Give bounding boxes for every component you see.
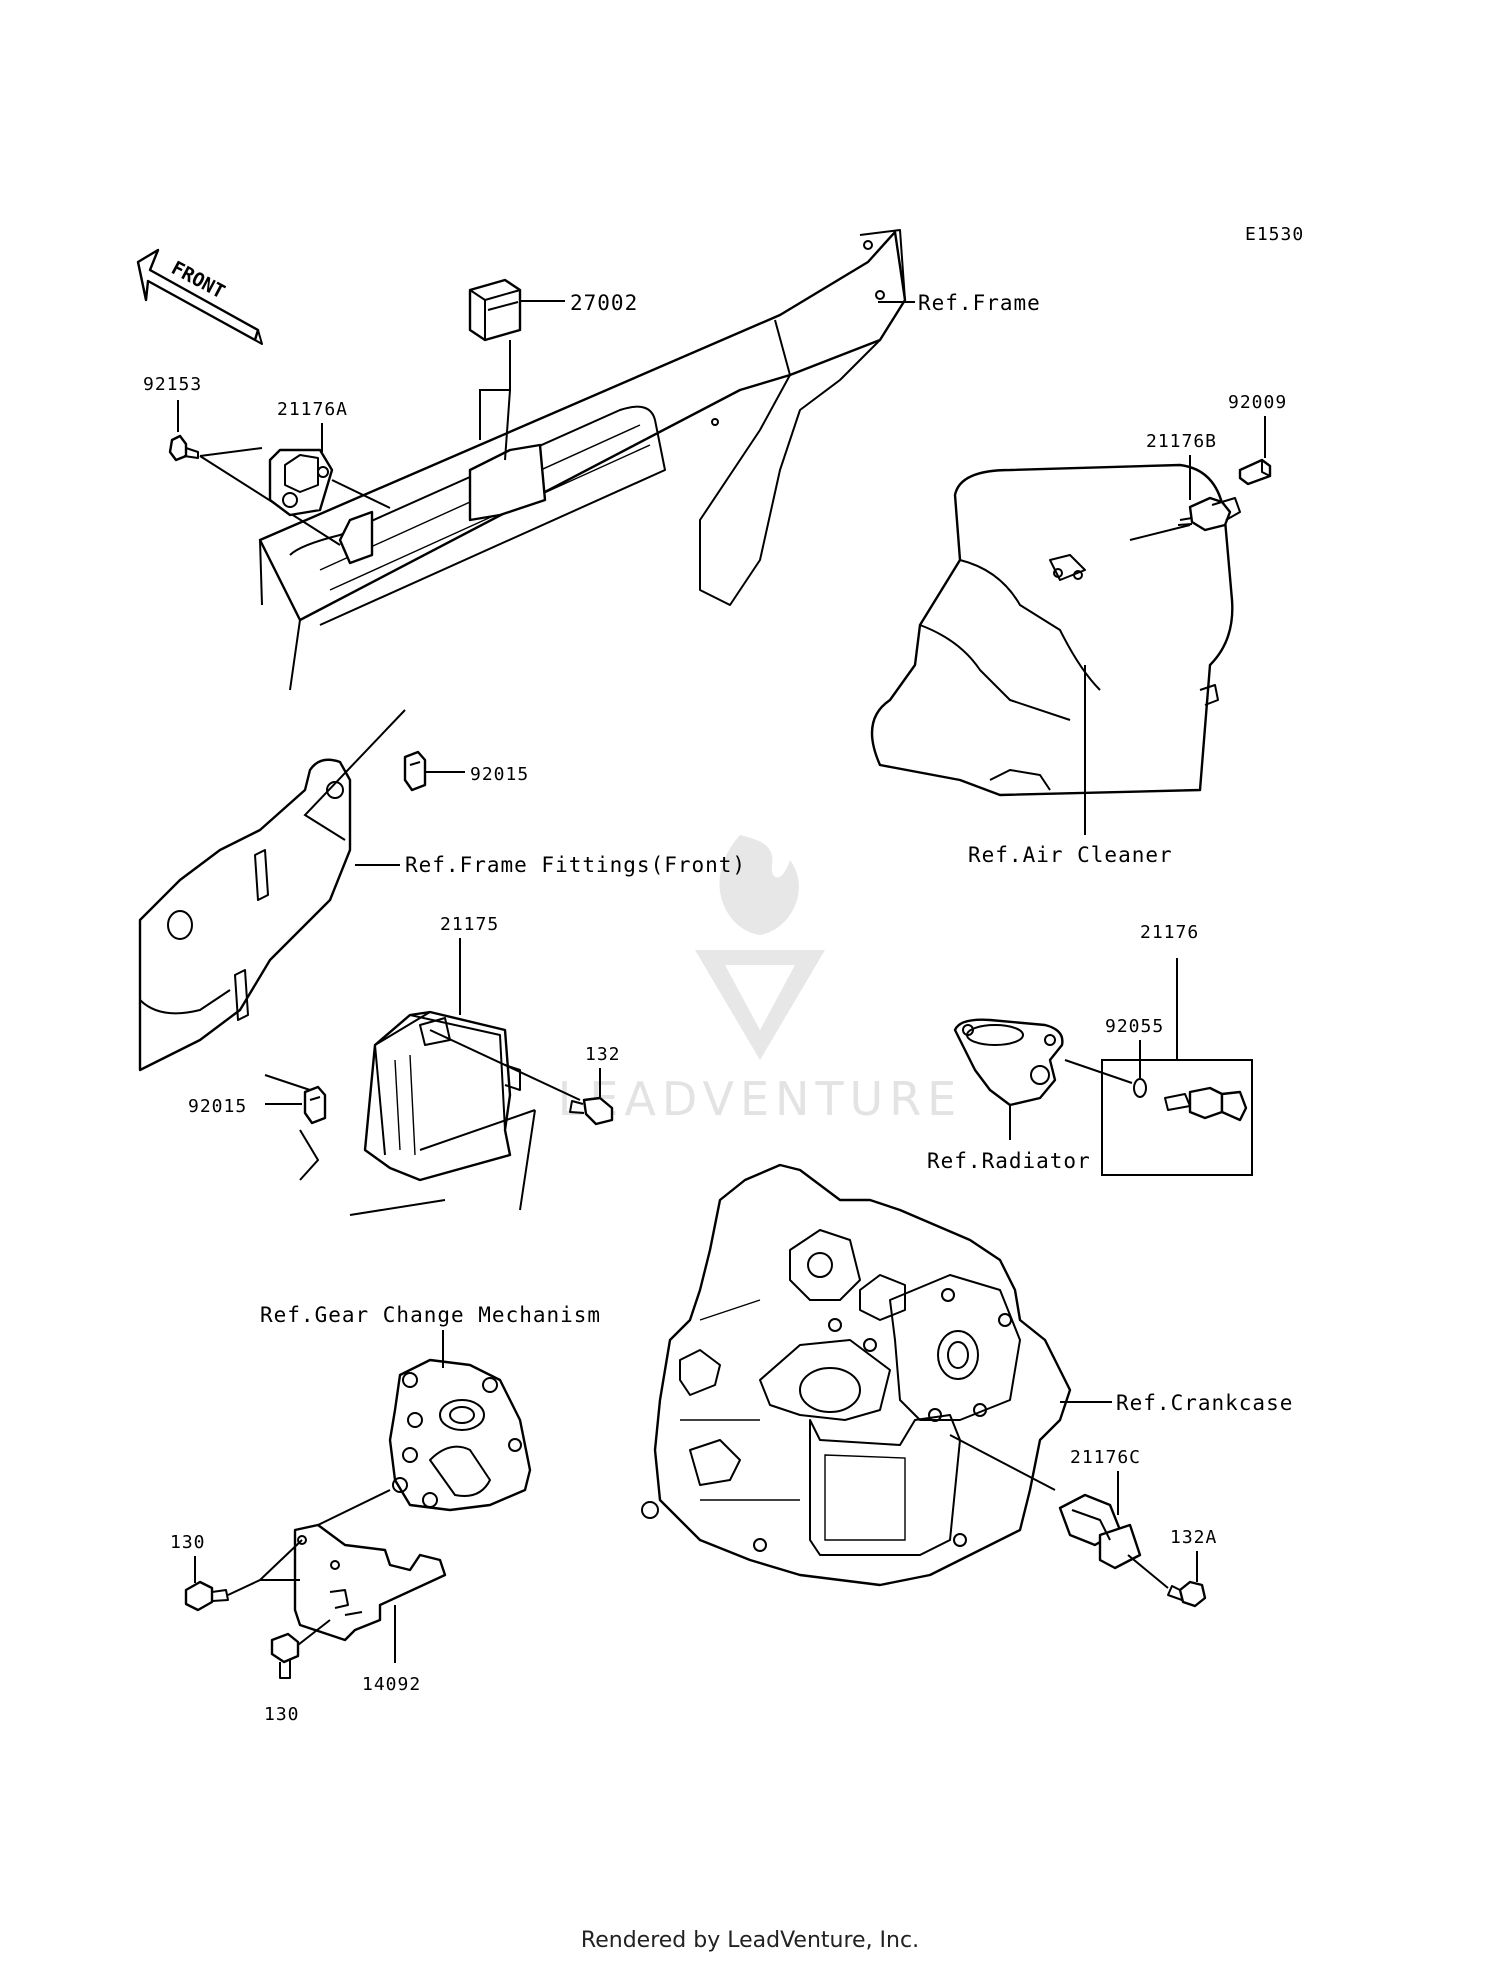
label-ref-crankcase: Ref.Crankcase (1116, 1391, 1293, 1415)
sensor-21176C (1058, 1493, 1142, 1570)
leader-21175-bolt (429, 1029, 581, 1101)
frame-part (258, 229, 907, 691)
label-21175: 21175 (440, 914, 499, 935)
label-14092: 14092 (362, 1674, 421, 1695)
bolt-130-top (184, 1580, 229, 1612)
oring-92055 (1133, 1078, 1147, 1098)
crankcase-part (641, 1163, 1072, 1587)
clip-92015-top (403, 750, 427, 792)
leader-21176A-frame (331, 479, 391, 509)
label-ref-gear-change: Ref.Gear Change Mechanism (260, 1303, 601, 1327)
label-92009: 92009 (1228, 392, 1287, 413)
clip-92015-bottom (303, 1085, 327, 1125)
leader-21175-mount (349, 1109, 536, 1216)
label-21176: 21176 (1140, 922, 1199, 943)
label-ref-radiator: Ref.Radiator (927, 1149, 1091, 1173)
leader-130-top-bracket (227, 1539, 303, 1596)
footer-credit: Rendered by LeadVenture, Inc. (580, 1928, 920, 1953)
bracket-14092 (293, 1523, 447, 1642)
bolt-92153 (168, 434, 199, 462)
leader-92015-top-arrow (303, 709, 406, 841)
screw-92009 (1238, 458, 1272, 486)
front-arrow-icon: FRONT (136, 248, 263, 345)
label-21176B: 21176B (1146, 431, 1217, 452)
flame-icon (719, 835, 799, 935)
leader-27002-frame (479, 340, 511, 461)
ecu-21175 (363, 1010, 521, 1182)
relay-bracket (468, 443, 547, 522)
radiator-housing-part (953, 1018, 1064, 1107)
label-92015-bottom: 92015 (188, 1096, 247, 1117)
relay-27002 (468, 278, 522, 342)
label-132: 132 (585, 1044, 621, 1065)
bolt-132A (1167, 1580, 1207, 1608)
frame-fittings-part (138, 758, 352, 1072)
bolt-132 (569, 1096, 614, 1126)
label-92055: 92055 (1105, 1016, 1164, 1037)
label-130-bottom: 130 (264, 1704, 300, 1725)
leader-132A-sensor (1127, 1554, 1169, 1589)
label-92153: 92153 (143, 374, 202, 395)
leadventure-watermark: LEADVENTURE (558, 835, 963, 1126)
label-ref-air-cleaner: Ref.Air Cleaner (968, 843, 1173, 867)
label-92015-top: 92015 (470, 764, 529, 785)
diagram-code: E1530 (1245, 224, 1304, 245)
leader-14092-gear (317, 1489, 391, 1526)
label-27002: 27002 (570, 291, 638, 315)
watermark-text: LEADVENTURE (558, 1072, 963, 1126)
label-130-top: 130 (170, 1532, 206, 1553)
sensor-21176B (1177, 496, 1241, 532)
leader-21176-radiator (1064, 1059, 1133, 1084)
leader-21176B-cleaner (1129, 524, 1191, 541)
temp-sensor-21176 (1133, 1078, 1248, 1122)
gear-change-mechanism-part (388, 1358, 532, 1512)
leader-92015-bottom-arrow (264, 1074, 320, 1181)
label-132A: 132A (1170, 1527, 1217, 1548)
leader-21176C-crankcase (949, 1434, 1056, 1491)
label-ref-frame-fittings: Ref.Frame Fittings(Front) (405, 853, 746, 877)
callout-box-21176 (1101, 1059, 1253, 1176)
air-cleaner-part (870, 463, 1234, 797)
label-ref-frame: Ref.Frame (918, 291, 1041, 315)
bolt-130-bottom (270, 1619, 331, 1679)
v-logo-icon (695, 950, 825, 1060)
label-21176C: 21176C (1070, 1447, 1141, 1468)
sensor-21176A (268, 448, 334, 517)
label-21176A: 21176A (277, 399, 348, 420)
frame-bracket (338, 510, 374, 565)
